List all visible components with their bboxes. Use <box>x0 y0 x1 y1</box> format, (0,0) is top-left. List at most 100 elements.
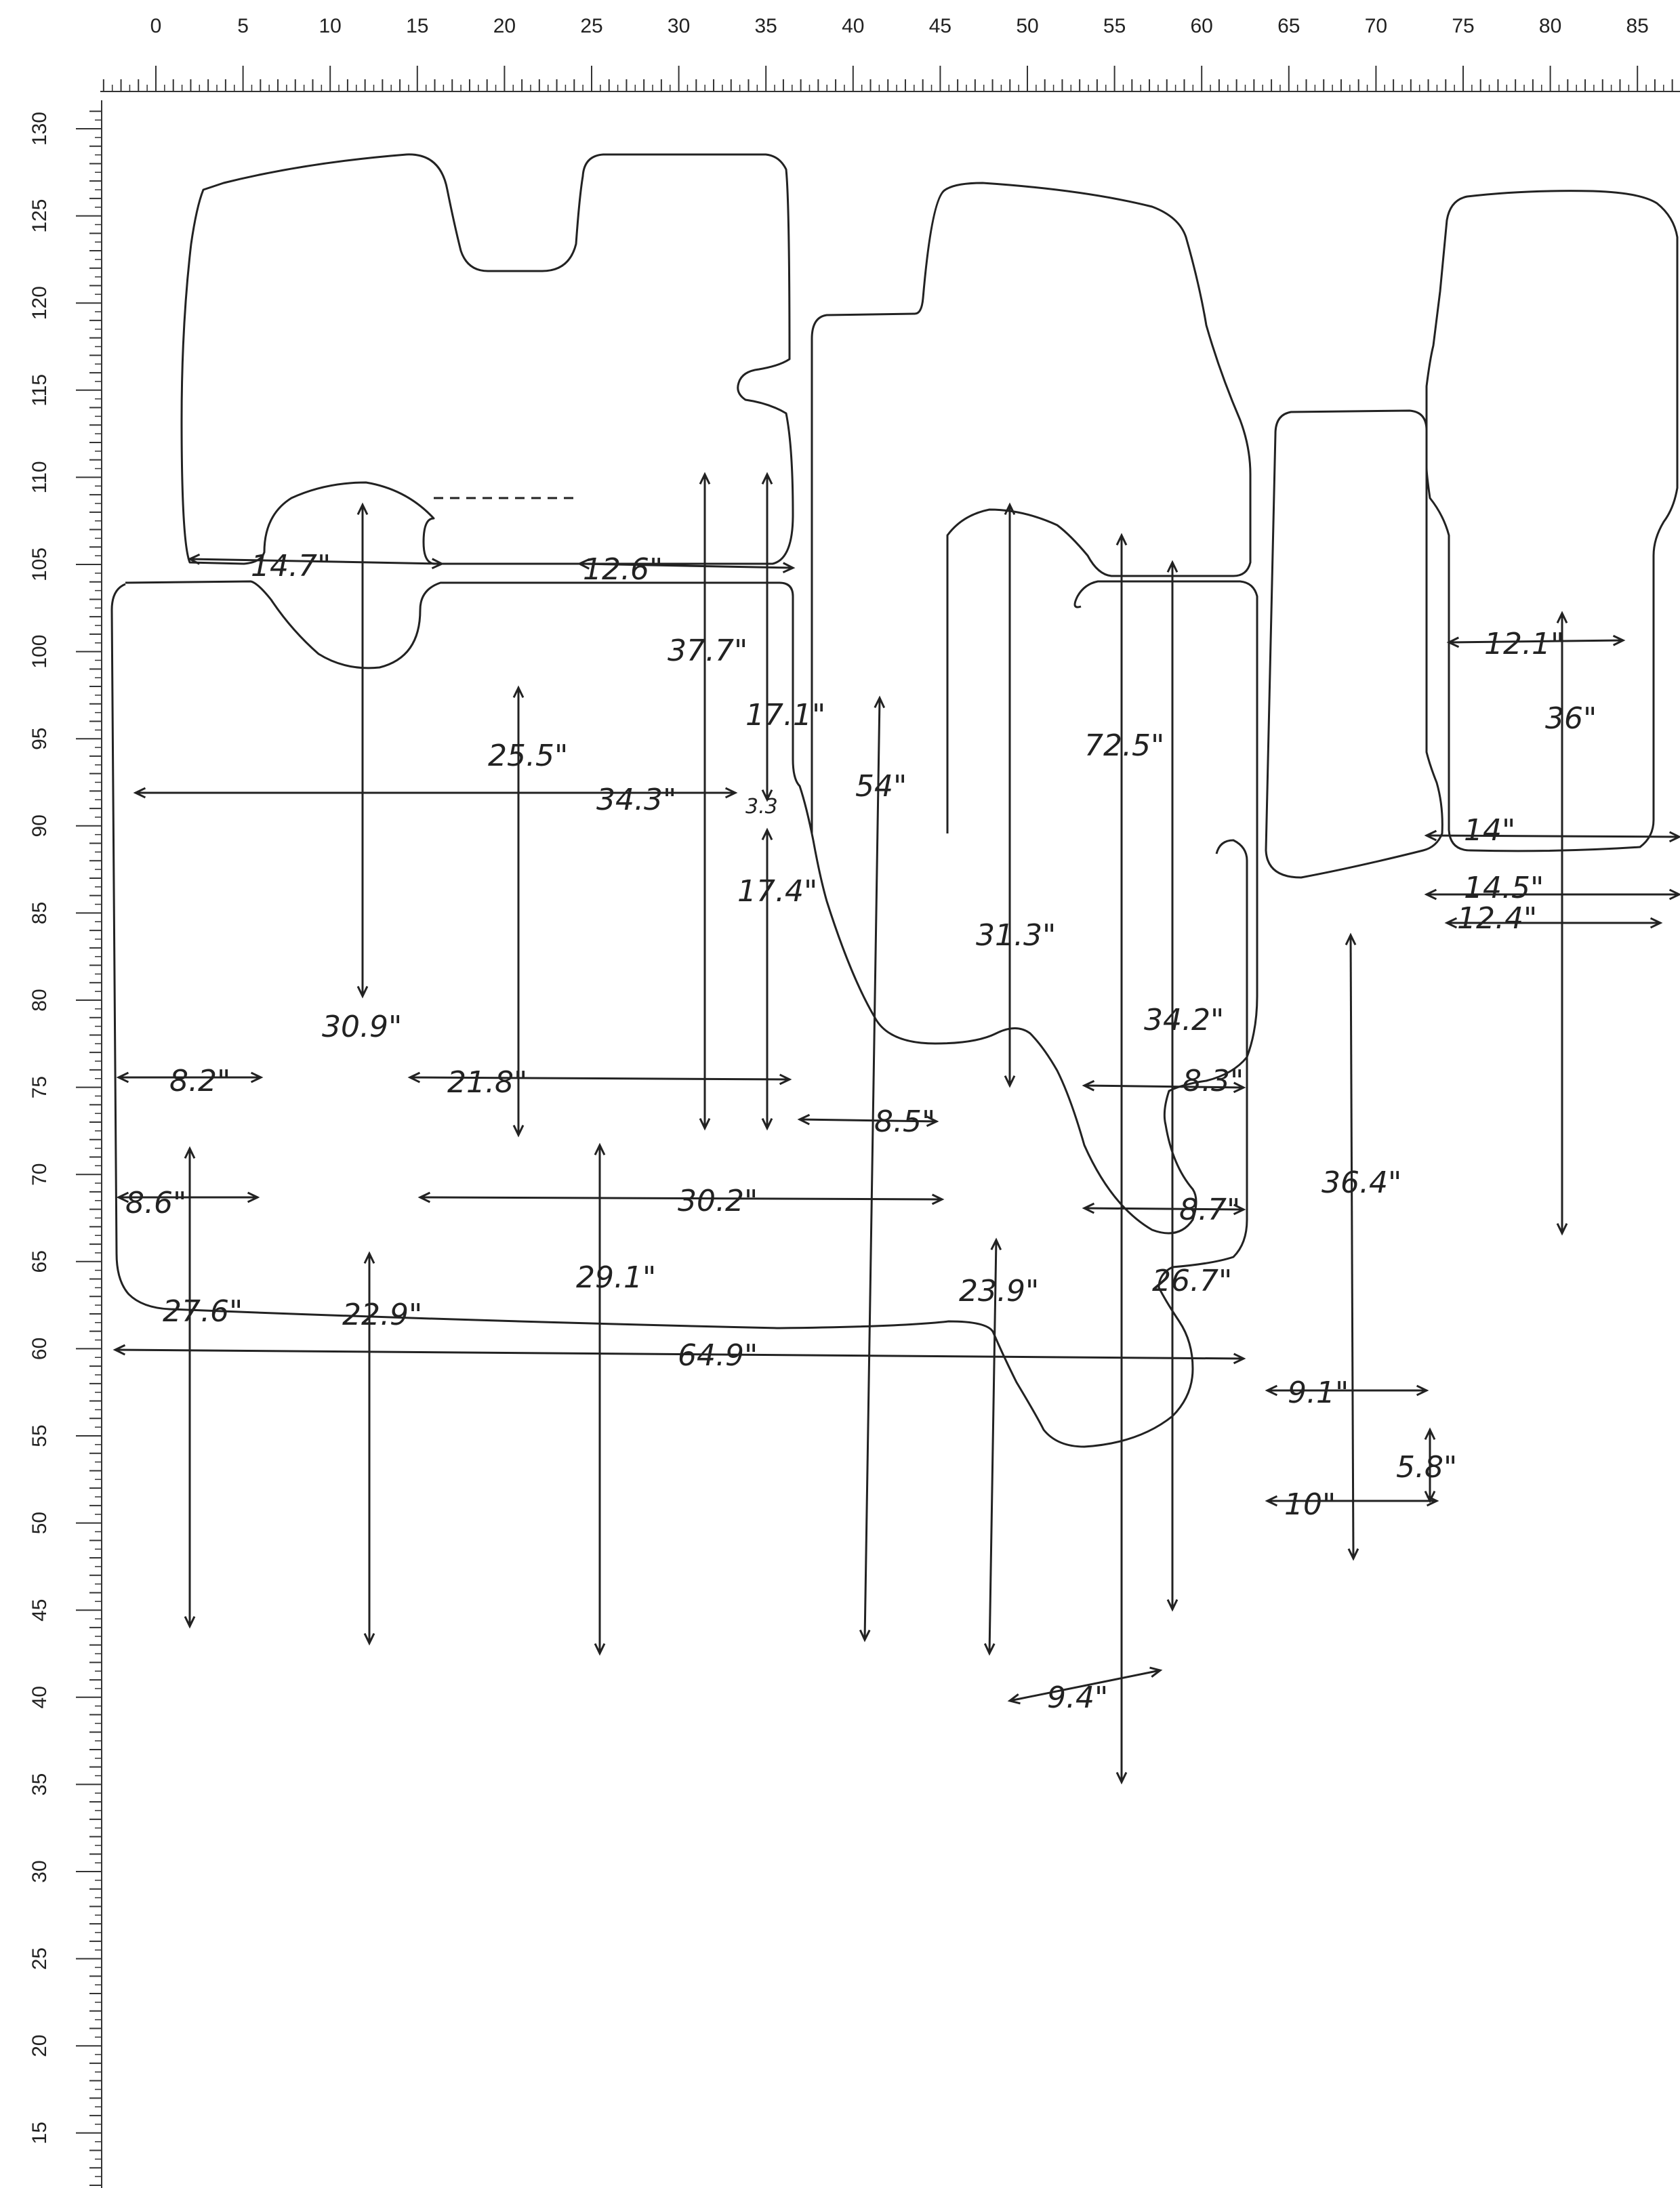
arrowhead <box>1345 932 1357 946</box>
arrowhead <box>1424 829 1437 842</box>
dim-label: 30.9" <box>322 1010 402 1044</box>
dim-label: 12.6" <box>583 552 663 587</box>
arrowhead <box>363 1251 375 1264</box>
top-ruler-label: 45 <box>929 15 951 37</box>
left-ruler-label: 115 <box>28 374 51 407</box>
top-ruler-label: 5 <box>237 15 249 37</box>
left-ruler: 1301251201151101051009590858075706560555… <box>28 100 102 2188</box>
top-ruler-label: 55 <box>1103 15 1126 37</box>
arrowhead <box>1149 1666 1163 1678</box>
arrowhead <box>761 1117 773 1131</box>
dim-label: 36" <box>1545 701 1597 736</box>
piece-outlines <box>110 153 1679 1448</box>
piece-middle-strip <box>1265 409 1443 879</box>
arrowhead <box>363 1632 375 1646</box>
top-ruler-label: 50 <box>1016 15 1038 37</box>
piece-lower-left <box>125 580 1258 1235</box>
arrowhead <box>512 685 525 699</box>
dim-label: 5.8" <box>1396 1450 1457 1485</box>
arrowhead <box>417 1191 431 1203</box>
arrowhead <box>1424 1490 1436 1504</box>
arrowhead <box>1444 917 1458 929</box>
arrowhead <box>1082 1079 1095 1092</box>
arrowhead <box>594 1142 606 1156</box>
arrowhead <box>1233 1081 1246 1094</box>
arrowhead <box>594 1643 606 1656</box>
dim-label: 8.6" <box>125 1186 186 1220</box>
left-ruler-label: 30 <box>28 1860 51 1882</box>
left-ruler-label: 130 <box>28 112 51 146</box>
dimension-labels: 14.7" 12.6" 37.7" 25.5" 34.3" 17.1" 3.3 … <box>125 549 1597 1715</box>
arrowhead <box>184 1615 196 1629</box>
arrowhead <box>1424 1427 1436 1441</box>
arrowhead <box>407 1071 421 1083</box>
left-ruler-label: 55 <box>28 1424 51 1447</box>
arrowhead <box>874 695 886 709</box>
top-ruler-label: 85 <box>1626 15 1649 37</box>
arrowhead <box>1004 1075 1016 1088</box>
left-ruler-label: 95 <box>28 728 51 750</box>
dim-label: 14.7" <box>251 549 331 583</box>
arrowhead <box>116 1191 129 1203</box>
arrowhead <box>1668 831 1680 843</box>
dim-label: 8.7" <box>1179 1193 1240 1227</box>
piece-upper-left <box>180 153 794 565</box>
top-ruler-label: 0 <box>150 15 162 37</box>
top-ruler-label: 40 <box>842 15 864 37</box>
left-ruler-label: 125 <box>28 199 51 233</box>
arrowhead <box>1416 1384 1429 1397</box>
dim-label: 8.3" <box>1183 1064 1244 1098</box>
left-ruler-label: 45 <box>28 1599 51 1622</box>
left-ruler-label: 105 <box>28 548 51 581</box>
arrowhead <box>1233 1203 1246 1216</box>
arrowhead <box>431 558 445 570</box>
left-ruler-label: 50 <box>28 1512 51 1534</box>
top-ruler-label: 25 <box>580 15 602 37</box>
arrowhead <box>356 502 369 516</box>
dim-label: 10" <box>1284 1487 1336 1522</box>
left-ruler-label: 25 <box>28 1947 51 1970</box>
arrowhead <box>990 1237 1002 1251</box>
arrowhead <box>761 472 773 485</box>
dim-label: 54" <box>855 769 907 804</box>
arrowhead <box>1166 560 1179 573</box>
dim-label: 29.1" <box>576 1260 656 1295</box>
arrowhead <box>724 787 738 799</box>
top-ruler-label: 60 <box>1191 15 1213 37</box>
left-ruler-label: 85 <box>28 902 51 924</box>
arrowhead <box>1556 1222 1568 1236</box>
dim-label: 9.1" <box>1288 1376 1349 1410</box>
arrowhead <box>797 1113 811 1126</box>
arrowhead <box>116 1071 129 1083</box>
arrowhead <box>1265 1384 1278 1397</box>
dim-label: 37.7" <box>668 634 747 668</box>
arrowhead <box>699 472 711 485</box>
arrowhead <box>779 1073 792 1086</box>
arrowhead <box>983 1643 996 1656</box>
arrowhead <box>1556 611 1568 624</box>
dim-label: 21.8" <box>447 1065 527 1100</box>
dim-label: 64.9" <box>678 1338 758 1373</box>
arrowhead <box>1668 888 1680 901</box>
arrowhead <box>112 1344 126 1356</box>
top-ruler-label: 70 <box>1365 15 1387 37</box>
dim-label: 17.1" <box>745 698 825 732</box>
dim-label: 22.9" <box>342 1298 422 1332</box>
arrowhead <box>187 553 201 565</box>
arrowhead <box>184 1146 196 1159</box>
top-ruler-label: 35 <box>755 15 777 37</box>
top-ruler-label: 75 <box>1452 15 1474 37</box>
dim-label: 23.9" <box>959 1274 1039 1308</box>
arrowhead <box>1424 888 1437 901</box>
left-ruler-label: 110 <box>28 461 51 493</box>
dim-label: 17.4" <box>737 874 817 909</box>
arrowhead <box>356 985 369 999</box>
dim-label: 12.1" <box>1484 627 1564 661</box>
top-ruler-label: 10 <box>319 15 342 37</box>
arrowhead <box>1004 502 1016 516</box>
left-ruler-label: 100 <box>28 635 51 669</box>
dim-label: 8.2" <box>169 1064 230 1098</box>
arrowhead <box>859 1629 871 1643</box>
